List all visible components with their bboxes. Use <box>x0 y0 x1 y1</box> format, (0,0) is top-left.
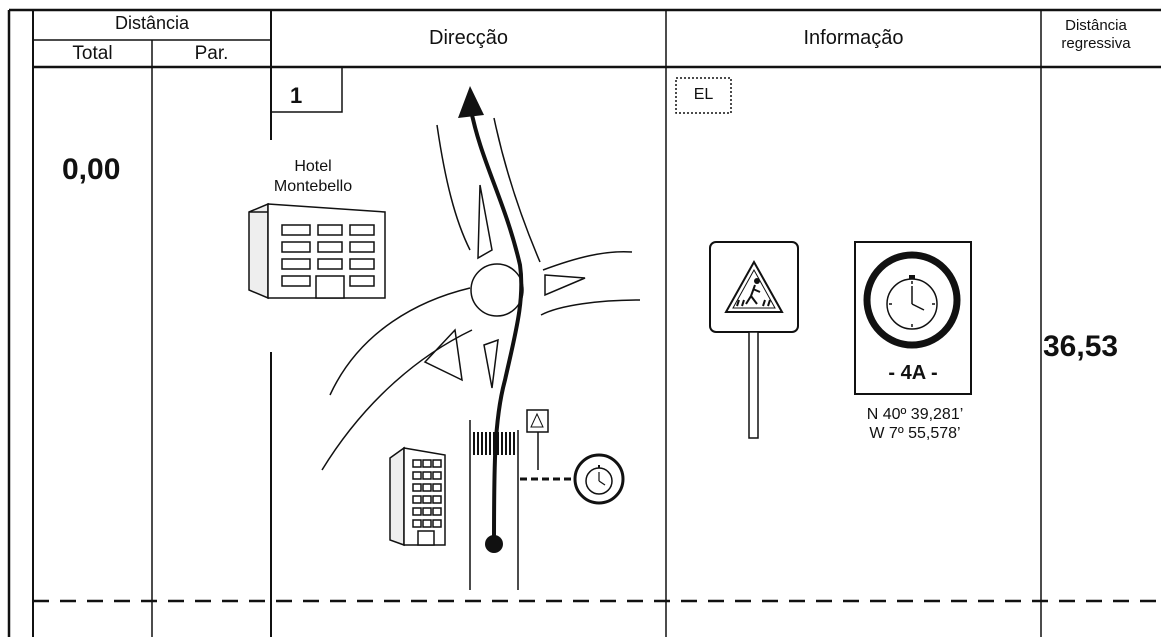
header-parcial: Par. <box>194 43 229 64</box>
gps-longitude: W 7º 55,578’ <box>869 425 961 442</box>
pedestrian-crossing-sign-icon <box>709 241 799 439</box>
header-regressiva-line1: Distância <box>1065 17 1127 34</box>
control-code: - 4A - <box>888 362 938 384</box>
landmark-line1: Hotel <box>294 158 332 175</box>
hotel-building-icon <box>248 202 386 300</box>
roundabout-diagram <box>321 86 641 590</box>
reference-number: 1 <box>290 83 303 108</box>
info-tag: EL <box>693 86 714 103</box>
header-distancia: Distância <box>114 13 190 33</box>
header-direccao: Direcção <box>429 27 508 49</box>
gps-latitude: N 40º 39,281’ <box>866 406 964 423</box>
stopwatch-control-icon <box>854 241 972 395</box>
header-total: Total <box>72 43 113 64</box>
header-regressiva-line2: regressiva <box>1061 35 1131 52</box>
tower-building-icon <box>389 446 446 547</box>
regressive-distance: 36,53 <box>1043 330 1119 363</box>
landmark-line2: Montebello <box>273 178 353 195</box>
header-informacao: Informação <box>803 27 904 49</box>
total-distance: 0,00 <box>62 153 121 186</box>
